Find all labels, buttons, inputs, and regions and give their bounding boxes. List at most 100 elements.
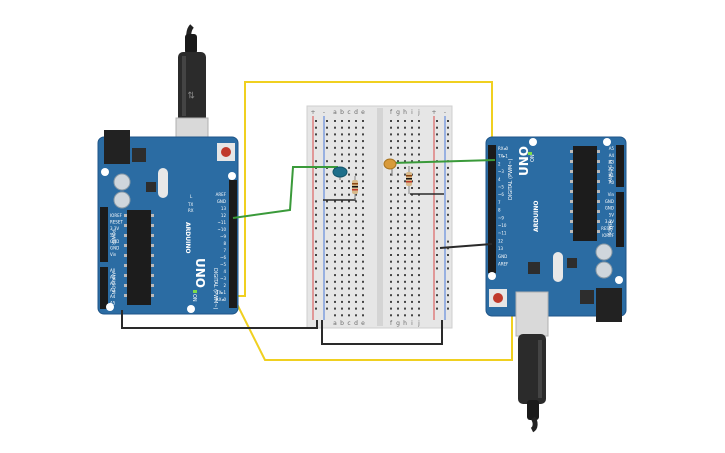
breadboard-hole (334, 213, 336, 216)
rail-hole (436, 247, 438, 250)
breadboard-hole (362, 200, 364, 203)
breadboard-hole (390, 173, 392, 176)
breadboard-hole (397, 153, 399, 156)
column-letter: i (411, 320, 413, 327)
breadboard-hole (334, 300, 336, 303)
breadboard-hole (355, 200, 357, 203)
breadboard-hole (411, 207, 413, 210)
led-orange[interactable] (383, 158, 397, 176)
breadboard-hole (334, 140, 336, 143)
breadboard-hole (341, 126, 343, 129)
rail-hole (326, 300, 328, 303)
digital-pin-label: RX◂0 (216, 297, 227, 302)
breadboard-hole (397, 247, 399, 250)
model-label-right: UNO (517, 146, 531, 176)
arduino-uno-left[interactable]: ⇄ UNO ARDUINO DIGITAL (P (97, 24, 239, 315)
led-label-rx: RX (188, 208, 194, 213)
rail-hole (447, 120, 449, 122)
breadboard-hole (362, 153, 364, 156)
breadboard-hole (404, 220, 406, 223)
rail-hole (315, 254, 317, 256)
breadboard-hole (334, 247, 336, 250)
breadboard-hole (411, 307, 413, 310)
breadboard-hole (348, 200, 350, 203)
breadboard-hole (348, 254, 350, 256)
rail-hole (447, 287, 449, 290)
breadboard-hole (355, 260, 357, 263)
breadboard-hole (362, 187, 364, 189)
breadboard-hole (348, 220, 350, 223)
breadboard-hole (334, 220, 336, 223)
black-wire-ground-loop[interactable] (321, 320, 443, 345)
breadboard-hole (348, 294, 350, 297)
breadboard-hole (362, 247, 364, 250)
rail-hole (315, 133, 317, 136)
digital-pin-label: ~5 (220, 262, 226, 267)
black-wire-gnd-right[interactable] (439, 243, 493, 249)
breadboard-hole (390, 233, 392, 236)
breadboard-hole (411, 126, 413, 129)
breadboard-hole (341, 180, 343, 183)
breadboard-hole (397, 314, 399, 317)
breadboard-hole (341, 220, 343, 223)
power-header-label: POWER (111, 230, 116, 245)
breadboard-hole (362, 280, 364, 283)
rail-hole (315, 294, 317, 297)
digital-pin-label: 7 (223, 248, 226, 253)
green-wire-pin2[interactable] (232, 166, 338, 219)
breadboard-hole (341, 207, 343, 210)
breadboard-hole (362, 173, 364, 176)
breadboard-hole (355, 160, 357, 163)
rail-hole (315, 187, 317, 189)
rail-minus-label-right: - (444, 109, 446, 116)
resistor-right[interactable] (406, 166, 412, 194)
breadboard-hole (341, 267, 343, 270)
analog-header-label-right: ANALOG IN (608, 160, 613, 182)
breadboard-hole (348, 207, 350, 210)
breadboard-hole (334, 274, 336, 277)
breadboard-hole (348, 160, 350, 163)
resistor-left[interactable] (352, 176, 358, 200)
rail-minus-label: - (323, 109, 325, 116)
breadboard-hole (362, 240, 364, 243)
breadboard-hole (341, 247, 343, 250)
breadboard-hole (418, 166, 420, 169)
breadboard-hole (355, 300, 357, 303)
breadboard-hole (418, 274, 420, 277)
rail-hole (436, 207, 438, 210)
breadboard-hole (418, 213, 420, 216)
breadboard-hole (418, 307, 420, 310)
column-letter: c (347, 320, 350, 327)
rail-hole (447, 307, 449, 310)
led-blue[interactable] (332, 166, 348, 180)
breadboard-hole (418, 180, 420, 183)
breadboard-hole (355, 307, 357, 310)
breadboard-hole (341, 133, 343, 136)
column-letter: f (390, 109, 393, 116)
breadboard-hole (341, 140, 343, 143)
green-wire-led[interactable] (391, 159, 496, 164)
power-pin-label: Vin (608, 192, 615, 197)
rail-hole (436, 120, 438, 122)
breadboard-hole (404, 287, 406, 290)
digital-pin-label: 13 (221, 206, 227, 211)
breadboard-hole (341, 153, 343, 156)
breadboard-hole (334, 153, 336, 156)
breadboard-hole (404, 240, 406, 243)
breadboard-hole (334, 227, 336, 230)
rail-hole (436, 220, 438, 223)
rail-hole (447, 180, 449, 183)
breadboard-hole (362, 274, 364, 277)
black-wire-gnd-left[interactable] (121, 310, 318, 329)
breadboard-hole (418, 254, 420, 256)
breadboard-hole (334, 260, 336, 263)
breadboard-hole (348, 314, 350, 317)
breadboard-hole (390, 307, 392, 310)
arduino-uno-right[interactable]: UNO ARDUINO DIGITAL (PWM~) POWER ANALOG … (485, 136, 627, 433)
analog-pin-label: A0 (609, 180, 615, 185)
digital-pin-label: ~10 (218, 227, 227, 232)
